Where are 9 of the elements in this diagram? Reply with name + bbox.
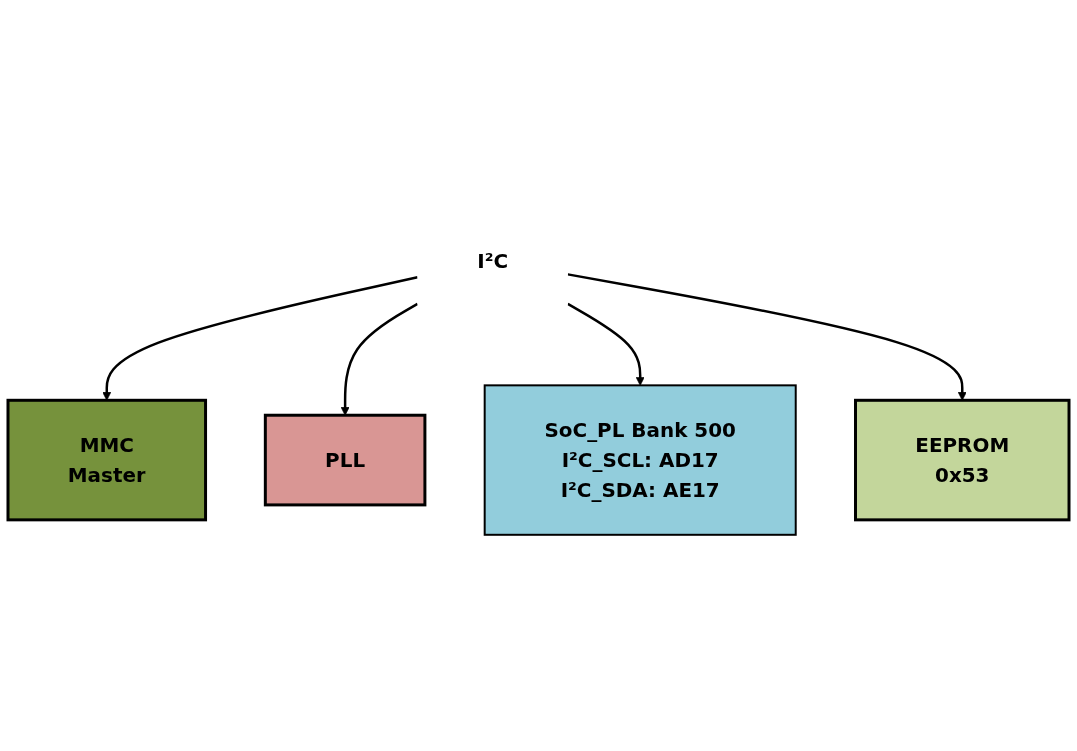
- arrow: [340, 303, 419, 416]
- node-box: PLL: [263, 413, 427, 507]
- arrow: [567, 273, 967, 401]
- arrow: [567, 303, 645, 386]
- node-box: EEPROM 0x53: [854, 398, 1071, 522]
- node-text: I²C: [477, 248, 509, 273]
- arrow: [102, 276, 418, 401]
- node-box: SoC_PL Bank 500 I²C_SCL: AD17 I²C_SDA: AE17: [483, 384, 797, 536]
- node-box: MMC Master: [6, 398, 208, 522]
